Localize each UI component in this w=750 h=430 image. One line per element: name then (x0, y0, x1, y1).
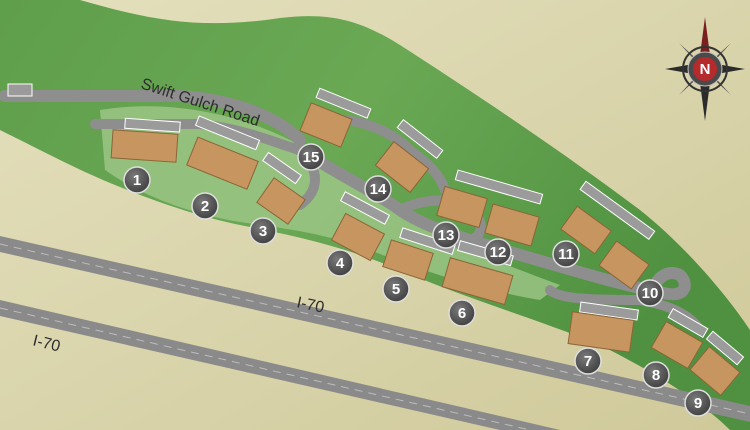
highway-label-lower: I-70 (31, 332, 62, 355)
marker-14[interactable]: 14 (364, 175, 392, 203)
building-10[interactable] (598, 240, 650, 290)
highway-i70-upper (0, 236, 750, 422)
marker-12-label: 12 (490, 244, 507, 261)
marker-1-label: 1 (133, 172, 141, 189)
building-4[interactable] (330, 212, 386, 262)
marker-13-label: 13 (438, 227, 455, 244)
marker-5[interactable]: 5 (382, 275, 410, 303)
compass-north-label: N (700, 61, 711, 78)
road-to-15-14 (335, 115, 450, 195)
swift-gulch-road (0, 90, 306, 146)
marker-7-label: 7 (584, 353, 592, 370)
marker-10[interactable]: 10 (636, 279, 664, 307)
building-3[interactable] (256, 177, 306, 225)
building-8[interactable] (650, 320, 704, 370)
marker-8-label: 8 (652, 367, 660, 384)
marker-9-label: 9 (694, 395, 702, 412)
buildings (110, 102, 741, 397)
marker-4[interactable]: 4 (326, 249, 354, 277)
marker-6[interactable]: 6 (448, 299, 476, 327)
marker-10-label: 10 (642, 285, 659, 302)
main-internal-road (294, 144, 666, 298)
marker-15-label: 15 (303, 149, 320, 166)
building-1[interactable] (110, 129, 179, 163)
marker-3-label: 3 (259, 223, 267, 240)
marker-13[interactable]: 13 (432, 221, 460, 249)
marker-11-label: 11 (558, 246, 574, 263)
marker-9[interactable]: 9 (684, 389, 712, 417)
marker-2[interactable]: 2 (191, 192, 219, 220)
marker-15[interactable]: 15 (297, 143, 325, 171)
marker-2-label: 2 (201, 198, 209, 215)
marker-11[interactable]: 11 (552, 240, 580, 268)
marker-3[interactable]: 3 (249, 217, 277, 245)
building-6[interactable] (441, 257, 514, 306)
marker-1[interactable]: 1 (123, 166, 151, 194)
building-14[interactable] (374, 140, 430, 194)
building-13[interactable] (436, 185, 488, 229)
highway-label-upper: I-70 (295, 294, 326, 316)
building-15[interactable] (299, 102, 353, 148)
marker-6-label: 6 (458, 305, 466, 322)
compass-rose-icon: N (665, 17, 745, 121)
building-12[interactable] (484, 203, 540, 247)
marker-12[interactable]: 12 (484, 238, 512, 266)
building-markers: 1 2 3 4 5 6 7 8 (123, 143, 712, 417)
building-11[interactable] (560, 205, 612, 255)
highway-i70-lower (0, 300, 560, 430)
building-2[interactable] (186, 136, 259, 190)
marker-8[interactable]: 8 (642, 361, 670, 389)
parking-lots (7, 83, 745, 366)
building-7[interactable] (567, 311, 635, 353)
building-9[interactable] (689, 345, 741, 397)
road-east-loop (649, 267, 691, 301)
marker-14-label: 14 (370, 181, 387, 198)
marker-4-label: 4 (336, 255, 345, 272)
marker-7[interactable]: 7 (574, 347, 602, 375)
marker-5-label: 5 (392, 281, 400, 298)
building-5[interactable] (382, 239, 434, 281)
